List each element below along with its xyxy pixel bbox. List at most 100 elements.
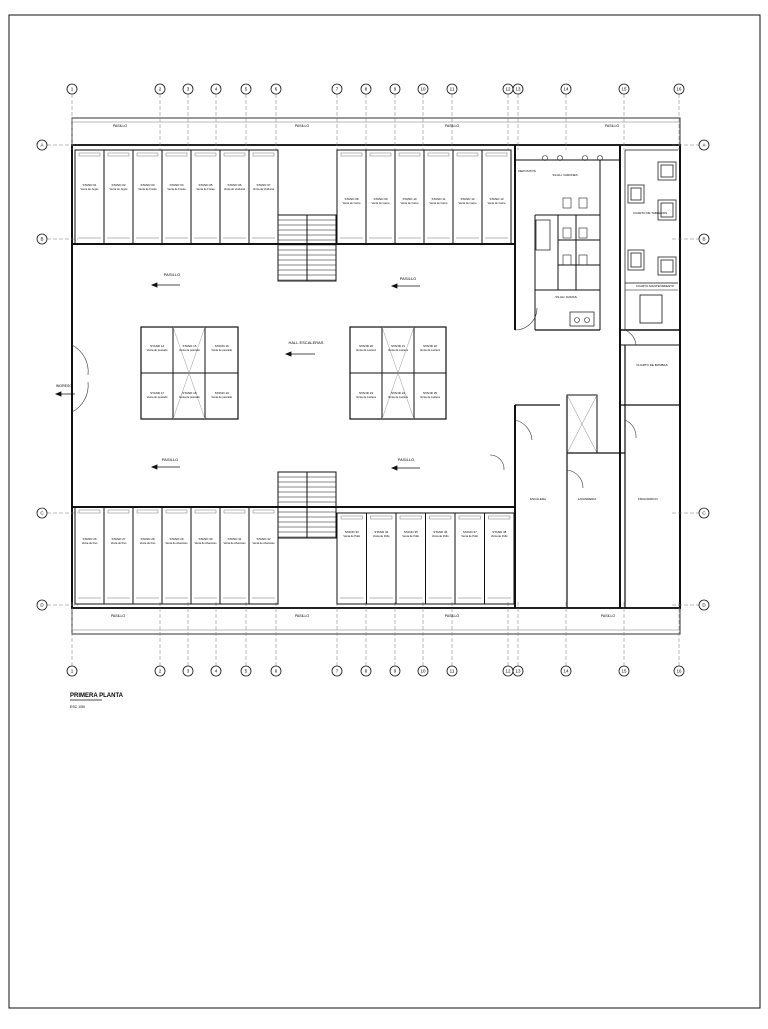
- stall-name: STAND 17: [150, 391, 164, 395]
- stall-use: Venta de Abarrotes: [165, 541, 188, 545]
- label-frigorifico: FRIGORIFICO: [638, 497, 658, 501]
- grid-column-label: 14: [563, 87, 569, 92]
- stall-name: STAND 16: [215, 344, 229, 348]
- stall-use: Venta de Jugos: [81, 187, 100, 191]
- stall-name: STAND 21: [391, 344, 405, 348]
- grid-column-label: 3: [187, 669, 190, 674]
- stall-name: STAND 25: [423, 391, 437, 395]
- grid-column-12: 12: [502, 83, 514, 150]
- stall-name: STAND 31: [227, 537, 241, 541]
- grid-row-D: D: [672, 599, 710, 611]
- grid-row-D: D: [36, 599, 78, 611]
- grid-column-8: 8: [360, 602, 372, 677]
- stall-use: Venta de pescado: [211, 395, 232, 399]
- label-pasillo-ledge-top-right: PASILLO: [445, 124, 460, 128]
- stall-use: Venta de pescado: [147, 395, 168, 399]
- grid-column-1: 1: [66, 602, 78, 677]
- grid-column-7: 7: [331, 602, 343, 677]
- grid-column-label: 2: [159, 669, 162, 674]
- stall-name: STAND 04: [169, 183, 183, 187]
- grid-column-3: 3: [182, 83, 194, 150]
- grid-row-label: A: [702, 143, 705, 148]
- label-pasillo-ledge-bottom-left: PASILLO: [111, 614, 126, 618]
- grid-row-C: C: [36, 507, 78, 519]
- stall-name: STAND 06: [227, 183, 241, 187]
- grid-column-label: 8: [365, 87, 368, 92]
- grid-column-16: 16: [673, 602, 685, 677]
- grid-column-13: 13: [512, 602, 524, 677]
- grid-column-label: 12: [505, 87, 511, 92]
- stall-name: STAND 19: [215, 391, 229, 395]
- grid-column-11: 11: [446, 602, 458, 677]
- grid-row-label: C: [40, 511, 44, 516]
- stall-name: STAND 09: [373, 197, 387, 201]
- grid-row-label: D: [40, 603, 44, 608]
- stall-name: STAND 24: [391, 391, 405, 395]
- stall-use: Venta de Verduras: [253, 187, 275, 191]
- stall-use: Venta de Pollo: [373, 534, 390, 538]
- grid-column-7: 7: [331, 83, 343, 150]
- stall-name: STAND 30: [198, 537, 212, 541]
- bottom-ledge: [71, 607, 681, 635]
- label-ss-hh-varones: SS.HH. VARONES: [552, 173, 577, 177]
- stall-use: Venta de Pan: [140, 541, 156, 545]
- grid-row-label: B: [702, 237, 705, 242]
- grid-column-2: 2: [154, 602, 166, 677]
- grid-column-label: 9: [394, 87, 397, 92]
- grid-column-6: 6: [270, 83, 282, 150]
- stall-use: Venta de pescado: [179, 348, 200, 352]
- grid-column-label: 7: [336, 669, 339, 674]
- grid-column-label: 11: [450, 87, 455, 92]
- grid-row-A: A: [36, 139, 78, 151]
- stall-name: STAND 32: [256, 537, 270, 541]
- stall-name: STAND 03: [140, 183, 154, 187]
- grid-column-4: 4: [210, 602, 222, 677]
- grid-column-5: 5: [240, 602, 252, 677]
- stall-name: STAND 26: [82, 537, 96, 541]
- grid-column-12: 12: [502, 602, 514, 677]
- grid-column-label: 4: [215, 669, 218, 674]
- grid-column-4: 4: [210, 83, 222, 150]
- stall-use: Venta de Lacteos: [420, 348, 441, 352]
- grid-column-label: 12: [505, 669, 511, 674]
- sheet-border: [8, 14, 761, 1009]
- stall-name: STAND 14: [150, 344, 164, 348]
- grid-column-label: 2: [159, 87, 162, 92]
- grid-row-label: A: [40, 143, 43, 148]
- grid-column-10: 10: [417, 83, 429, 150]
- label-pasillo-ledge-bottom-right: PASILLO: [445, 614, 460, 618]
- grid-row-B: B: [36, 233, 78, 245]
- stall-use: Venta de Abarrotes: [223, 541, 246, 545]
- grid-column-label: 13: [515, 669, 521, 674]
- label-hall: HALL ESCALERAS: [289, 340, 324, 345]
- stall-name: STAND 11: [432, 197, 446, 201]
- grid-column-16: 16: [673, 83, 685, 150]
- grid-column-11: 11: [446, 83, 458, 150]
- grid-column-15: 15: [618, 602, 630, 677]
- stall-name: STAND 34: [374, 530, 388, 534]
- stall-name: STAND 22: [423, 344, 437, 348]
- stall-use: Venta de Lacteos: [356, 395, 377, 399]
- grid-column-9: 9: [389, 602, 401, 677]
- grid-column-label: 13: [515, 87, 521, 92]
- grid-column-label: 16: [676, 87, 682, 92]
- grid-column-label: 5: [245, 87, 248, 92]
- service-block: [514, 145, 680, 331]
- grid-column-5: 5: [240, 83, 252, 150]
